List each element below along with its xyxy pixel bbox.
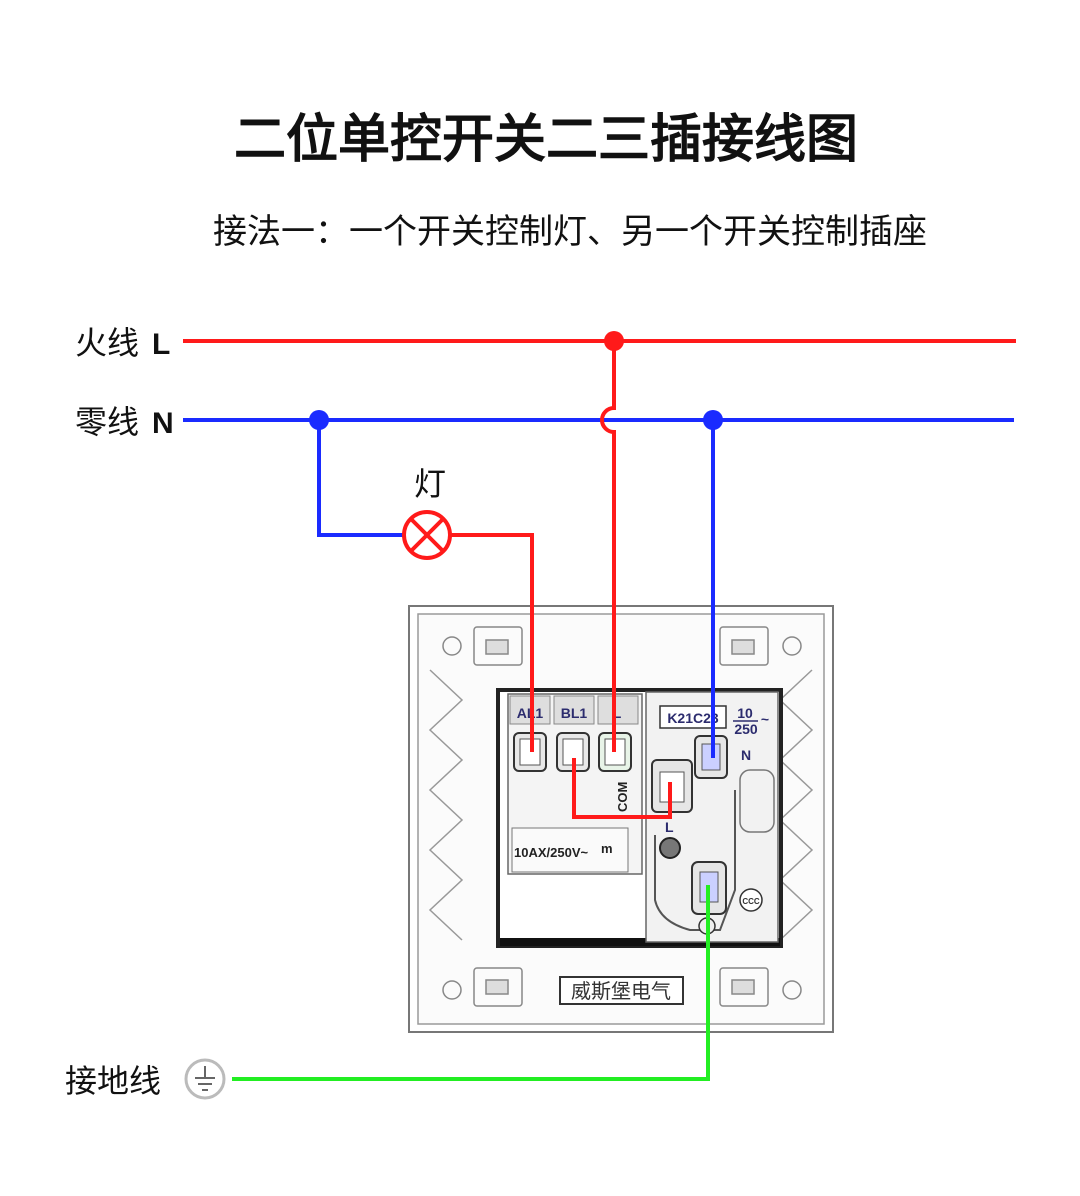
ground-wire-label: 接地线 (65, 1062, 161, 1100)
terminal-screw-bl1 (556, 732, 590, 772)
lamp-label: 灯 (414, 465, 446, 503)
com-label: COM (615, 782, 630, 812)
socket-rating-top: 10 (737, 705, 753, 721)
live-junction-dot (604, 331, 624, 351)
neutral-junction-dot-left (309, 410, 329, 430)
lamp-symbol (402, 510, 452, 560)
socket-model: K21C23 (667, 710, 719, 726)
side-ribs (428, 669, 814, 941)
corner-clip-top-right (719, 626, 802, 666)
live-drop-to-com (600, 341, 616, 752)
socket-l-label: L (665, 819, 674, 835)
socket-n-label: N (741, 747, 751, 763)
diagram-title: 二位单控开关二三插接线图 (234, 110, 858, 170)
socket-rating-suffix: ~ (761, 711, 769, 727)
neutral-junction-dot-right (703, 410, 723, 430)
brand-label: 威斯堡电气 (571, 979, 671, 1003)
neutral-to-lamp-wire (317, 420, 404, 537)
ccc-mark-text: CCC (742, 897, 760, 906)
ground-wire (232, 885, 710, 1081)
neutral-wire-label: 零线 N (75, 403, 174, 441)
live-wire-label-text: 火线 (75, 324, 139, 362)
ccc-mark: CCC (739, 888, 763, 912)
diagram-subtitle: 接法一：一个开关控制灯、另一个开关控制插座 (213, 212, 927, 252)
live-wire-letter: L (152, 328, 170, 361)
live-wire-label: 火线 L (75, 324, 170, 362)
switch-mark: m (601, 841, 613, 856)
corner-clip-top-left (442, 626, 523, 666)
corner-clip-bottom-right (719, 967, 802, 1007)
socket-rating-bottom: 250 (734, 721, 758, 737)
switch-rating: 10AX/250V~ (514, 845, 588, 860)
neutral-wire-letter: N (152, 407, 174, 440)
lamp-to-al1-wire (451, 533, 534, 752)
bl1-to-socket-l-wire (572, 758, 672, 819)
terminal-label-l: L (613, 705, 622, 721)
corner-clip-bottom-left (442, 967, 523, 1007)
terminal-label-bl1: BL1 (561, 705, 588, 721)
neutral-wire-label-text: 零线 (75, 403, 139, 441)
ground-icon (184, 1058, 226, 1100)
